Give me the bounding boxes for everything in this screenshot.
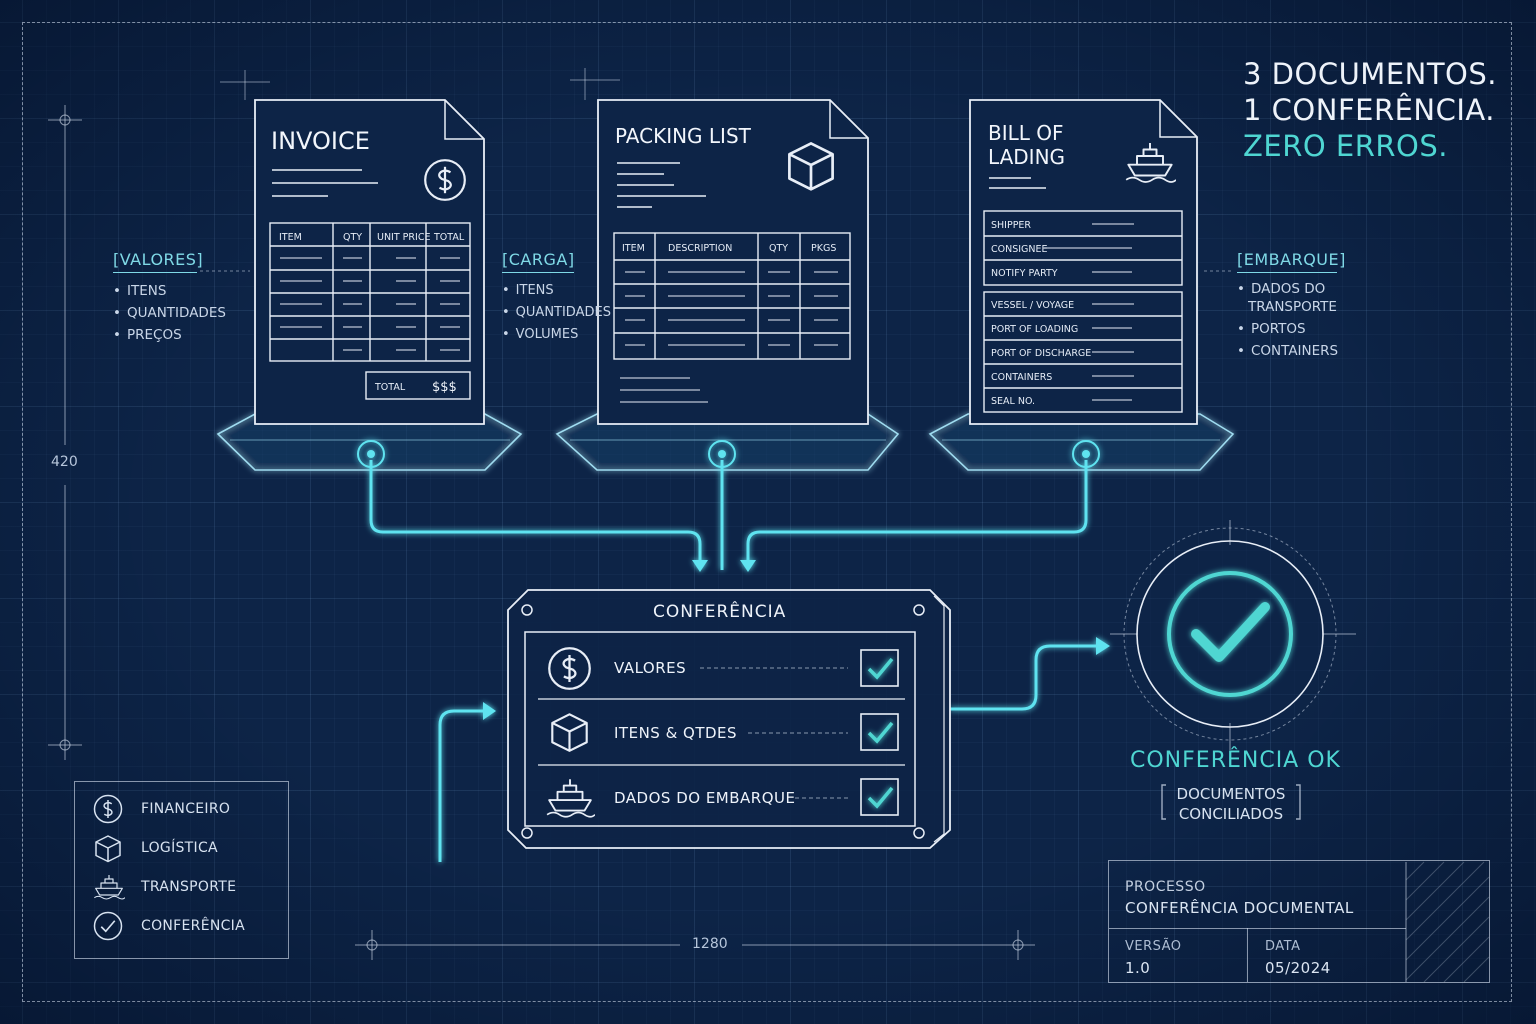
category-carga-title: [CARGA]	[502, 250, 575, 269]
category-embarque-item-cont: TRANSPORTE	[1248, 299, 1337, 315]
packing-col-pkgs: PKGS	[811, 243, 836, 254]
category-embarque-item: CONTAINERS	[1237, 340, 1346, 362]
legend-label: FINANCEIRO	[141, 801, 231, 817]
category-valores-item: ITENS	[113, 280, 226, 302]
conferencia-row-valores: VALORES	[614, 659, 687, 677]
bol-field-shipper: SHIPPER	[991, 220, 1031, 231]
category-valores-title: [VALORES]	[113, 250, 204, 269]
bol-field-containers: CONTAINERS	[991, 372, 1052, 383]
result-seal	[1110, 520, 1356, 820]
page-frame	[22, 22, 1512, 1002]
title-block-data-value: 05/2024	[1265, 959, 1331, 977]
dimension-horizontal	[355, 930, 1035, 960]
bill-of-lading-document: BILL OF LADING SHIPPER CONSIGNEE NOTIFY …	[969, 99, 1198, 425]
bol-field-consignee: CONSIGNEE	[991, 244, 1048, 255]
bol-title-line1: BILL OF	[988, 121, 1064, 145]
legend: FINANCEIRO LOGÍSTICA TRANSPORTE CONFERÊN…	[74, 781, 289, 959]
conferencia-title: CONFERÊNCIA	[653, 602, 787, 622]
title-block-processo-label: PROCESSO	[1125, 879, 1206, 895]
legend-box-icon	[95, 835, 121, 863]
invoice-total-value: $$$	[432, 380, 457, 395]
packing-list-title: PACKING LIST	[615, 124, 752, 148]
headline-line1: 3 DOCUMENTOS.	[1243, 57, 1498, 91]
packing-col-qty: QTY	[769, 243, 788, 254]
invoice-document: INVOICE ITEM QTY UNIT PRICE TOTAL TOTAL …	[254, 99, 485, 425]
dimension-horizontal-label: 1280	[692, 936, 728, 952]
result-sub-line1: DOCUMENTOS	[1176, 785, 1286, 803]
seal-check-icon	[1191, 602, 1270, 662]
flow-arrowheads	[367, 450, 1110, 720]
legend-check-icon	[93, 911, 123, 941]
legend-item-logistica: LOGÍSTICA	[93, 833, 218, 863]
category-carga-item: ITENS	[502, 280, 611, 302]
conferencia-row-itens: ITENS & QTDES	[614, 724, 738, 742]
legend-item-conferencia: CONFERÊNCIA	[93, 911, 245, 941]
conferencia-panel-frame	[507, 589, 951, 849]
dimension-vertical-label: 420	[51, 454, 78, 470]
legend-ship-icon	[93, 874, 125, 900]
invoice-total-label: TOTAL	[374, 382, 406, 393]
invoice-col-unit-price: UNIT PRICE	[377, 232, 430, 243]
construction-marks	[200, 68, 1232, 272]
headline-line2: 1 CONFERÊNCIA.	[1243, 93, 1495, 127]
title-block-versao-label: VERSÃO	[1125, 939, 1182, 954]
category-valores-item: QUANTIDADES	[113, 302, 226, 324]
bol-field-seal: SEAL NO.	[991, 396, 1035, 407]
bol-field-vessel: VESSEL / VOYAGE	[991, 300, 1074, 311]
legend-item-transporte: TRANSPORTE	[93, 872, 236, 902]
category-embarque: [EMBARQUE] DADOS DO TRANSPORTE PORTOS CO…	[1237, 250, 1346, 362]
category-carga-item: QUANTIDADES	[502, 302, 611, 324]
category-carga-item: VOLUMES	[502, 324, 611, 346]
result-title: CONFERÊNCIA OK	[1130, 748, 1341, 773]
invoice-col-total: TOTAL	[433, 232, 465, 243]
category-embarque-item: PORTOS	[1237, 318, 1346, 340]
category-valores-item: PREÇOS	[113, 324, 226, 346]
headline: 3 DOCUMENTOS. 1 CONFERÊNCIA. ZERO ERROS.	[1243, 56, 1498, 164]
bol-field-port-discharge: PORT OF DISCHARGE	[991, 348, 1091, 359]
category-embarque-title: [EMBARQUE]	[1237, 250, 1346, 269]
result-sub-line2: CONCILIADOS	[1178, 805, 1284, 823]
category-embarque-item: DADOS DO	[1237, 280, 1346, 298]
category-valores: [VALORES] ITENS QUANTIDADES PREÇOS	[113, 250, 226, 346]
title-block-hatch	[1405, 861, 1490, 983]
invoice-col-item: ITEM	[279, 232, 302, 243]
category-carga: [CARGA] ITENS QUANTIDADES VOLUMES	[502, 250, 611, 346]
title-block-versao-value: 1.0	[1125, 959, 1151, 977]
invoice-col-qty: QTY	[343, 232, 362, 243]
legend-label: CONFERÊNCIA	[141, 918, 245, 934]
dimension-vertical	[48, 105, 82, 760]
headline-line3: ZERO ERROS.	[1243, 129, 1448, 163]
title-block: PROCESSO CONFERÊNCIA DOCUMENTAL VERSÃO 1…	[1108, 860, 1490, 983]
bol-field-port-loading: PORT OF LOADING	[991, 324, 1078, 335]
check-valores-icon	[867, 657, 894, 680]
legend-dollar-icon	[93, 794, 123, 824]
bol-title-line2: LADING	[988, 145, 1065, 169]
title-block-data-label: DATA	[1265, 939, 1301, 954]
legend-item-financeiro: FINANCEIRO	[93, 794, 230, 824]
conferencia-row-embarque: DADOS DO EMBARQUE	[614, 789, 796, 807]
result-subtitle: DOCUMENTOS CONCILIADOS	[1172, 784, 1290, 824]
packing-list-document: PACKING LIST ITEM DESCRIPTION QTY PKGS	[597, 99, 869, 425]
bol-field-notify-party: NOTIFY PARTY	[991, 268, 1058, 279]
invoice-title: INVOICE	[271, 127, 370, 155]
packing-col-item: ITEM	[622, 243, 645, 254]
check-itens-icon	[867, 721, 894, 744]
legend-label: TRANSPORTE	[141, 879, 237, 895]
legend-label: LOGÍSTICA	[141, 840, 218, 856]
packing-col-description: DESCRIPTION	[668, 243, 732, 254]
flow-connectors	[357, 440, 1100, 862]
check-embarque-icon	[867, 786, 894, 809]
title-block-processo-value: CONFERÊNCIA DOCUMENTAL	[1125, 899, 1354, 917]
